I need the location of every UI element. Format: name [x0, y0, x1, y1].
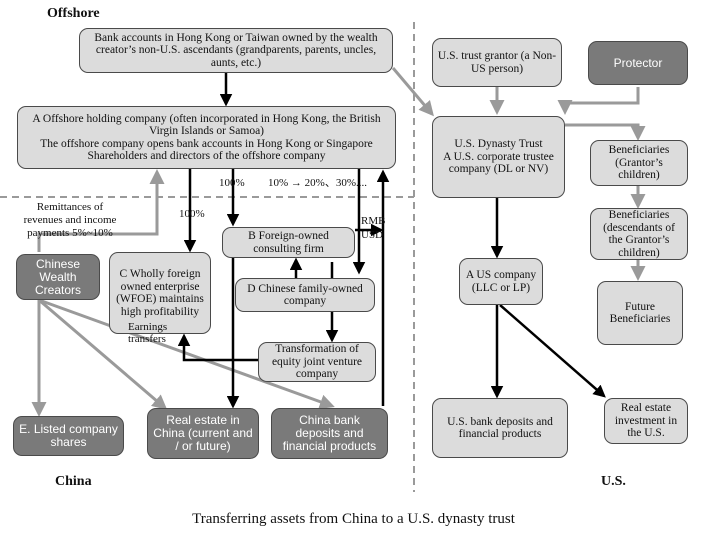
- region-label-offshore: Offshore: [47, 6, 100, 21]
- node-listed-shares: E. Listed company shares: [13, 416, 124, 456]
- arrow-wealth-to-chinabank: [38, 298, 335, 409]
- arrow-wealth-to-holding: [37, 169, 165, 252]
- label-earnings: Earnings transfers: [128, 321, 168, 345]
- node-us-bank: U.S. bank deposits and financial product…: [432, 398, 568, 458]
- arrow-trust-to-beneficiaries: [565, 123, 646, 141]
- node-chinese-family: D Chinese family-owned company: [235, 278, 375, 312]
- node-us-company: A US company (LLC or LP): [459, 258, 543, 305]
- label-rmb: RMB: [361, 215, 386, 227]
- node-us-real-estate: Real estate investment in the U.S.: [604, 398, 688, 444]
- arrow-protector-to-trust: [557, 87, 640, 115]
- label-usd: USD: [361, 229, 384, 241]
- region-label-china: China: [55, 474, 92, 489]
- node-trust-grantor: U.S. trust grantor (a Non-US person): [432, 38, 562, 87]
- node-beneficiaries-children: Beneficiaries (Grantor’s children): [590, 140, 688, 186]
- label-remittances: Remittances of revenues and income payme…: [23, 201, 117, 239]
- label-pct-range: 10% → 20%、30%....: [268, 177, 367, 189]
- node-equity-jv: Transformation of equity joint venture c…: [258, 342, 376, 382]
- node-chinese-wealth-creators: Chinese Wealth Creators: [16, 254, 100, 300]
- node-beneficiaries-descendants: Beneficiaries (descendants of the Granto…: [590, 208, 688, 260]
- arrow-equity-to-wfoe: [177, 333, 258, 362]
- arrow-uscompany-to-usrealestate: [499, 304, 606, 398]
- node-foreign-consulting: B Foreign-owned consulting firm: [222, 227, 355, 258]
- node-bank-accounts-hk: Bank accounts in Hong Kong or Taiwan own…: [79, 28, 393, 73]
- label-pct-100-b: 100%: [179, 208, 205, 220]
- node-offshore-holding: A Offshore holding company (often incorp…: [17, 106, 396, 169]
- arrow-holding-to-trust: [391, 67, 434, 117]
- arrow-wealth-to-realestate: [38, 298, 168, 410]
- region-label-us: U.S.: [601, 474, 626, 489]
- node-wfoe: C Wholly foreign owned enterprise (WFOE)…: [109, 252, 211, 334]
- node-dynasty-trust: U.S. Dynasty Trust A U.S. corporate trus…: [432, 116, 565, 198]
- node-protector: Protector: [588, 41, 688, 85]
- node-real-estate-china: Real estate in China (current and / or f…: [147, 408, 259, 459]
- node-future-beneficiaries: Future Beneficiaries: [597, 281, 683, 345]
- diagram-caption: Transferring assets from China to a U.S.…: [192, 511, 515, 527]
- node-china-bank: China bank deposits and financial produc…: [271, 408, 388, 459]
- label-pct-100-a: 100%: [219, 177, 245, 189]
